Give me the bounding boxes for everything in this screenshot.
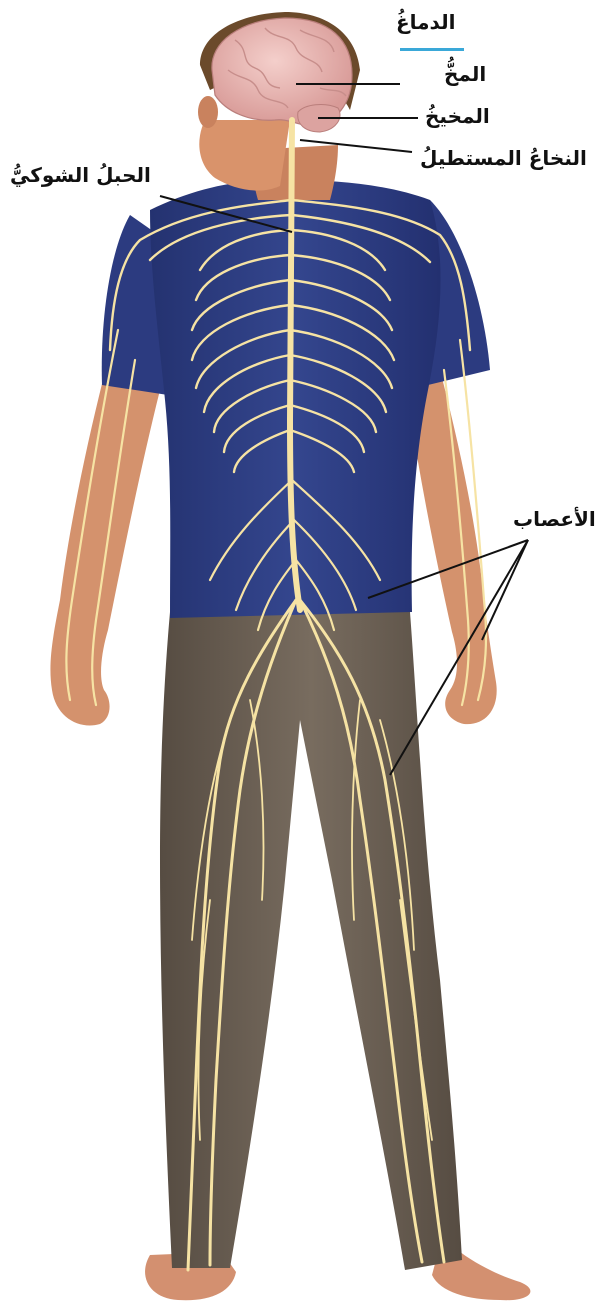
medulla-label: النخاعُ المستطيلُ xyxy=(420,146,587,170)
head xyxy=(198,12,360,200)
cerebrum-label: المخُّ xyxy=(444,62,486,86)
ear xyxy=(198,96,218,128)
face xyxy=(199,120,290,191)
brain-label-underline xyxy=(400,48,464,51)
cerebellum-label: المخيخُ xyxy=(425,104,490,128)
brain-label: الدماغُ xyxy=(396,10,455,34)
spinal-cord-label: الحبلُ الشوكيُّ xyxy=(10,163,151,187)
nerves-label: الأعصاب xyxy=(513,507,596,531)
